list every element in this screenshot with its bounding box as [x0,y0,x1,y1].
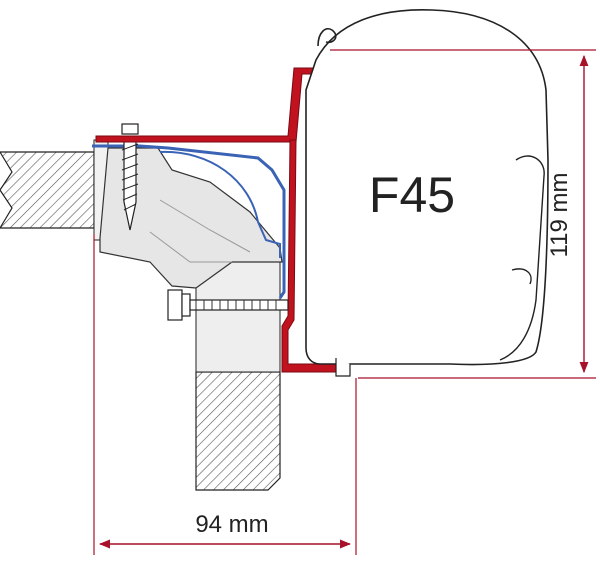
width-dimension-label: 94 mm [195,511,268,538]
side-wall-section [195,261,281,491]
height-dimension-label: 119 mm [546,173,573,258]
awning-cassette [305,9,549,377]
height-dimension: 119 mm [330,49,596,379]
through-bolt [167,289,289,321]
roof-wall-section [0,139,109,241]
wood-screw [121,123,139,231]
width-dimension: 94 mm [93,234,357,555]
model-label: F45 [369,167,455,223]
blue-profile [92,144,286,299]
